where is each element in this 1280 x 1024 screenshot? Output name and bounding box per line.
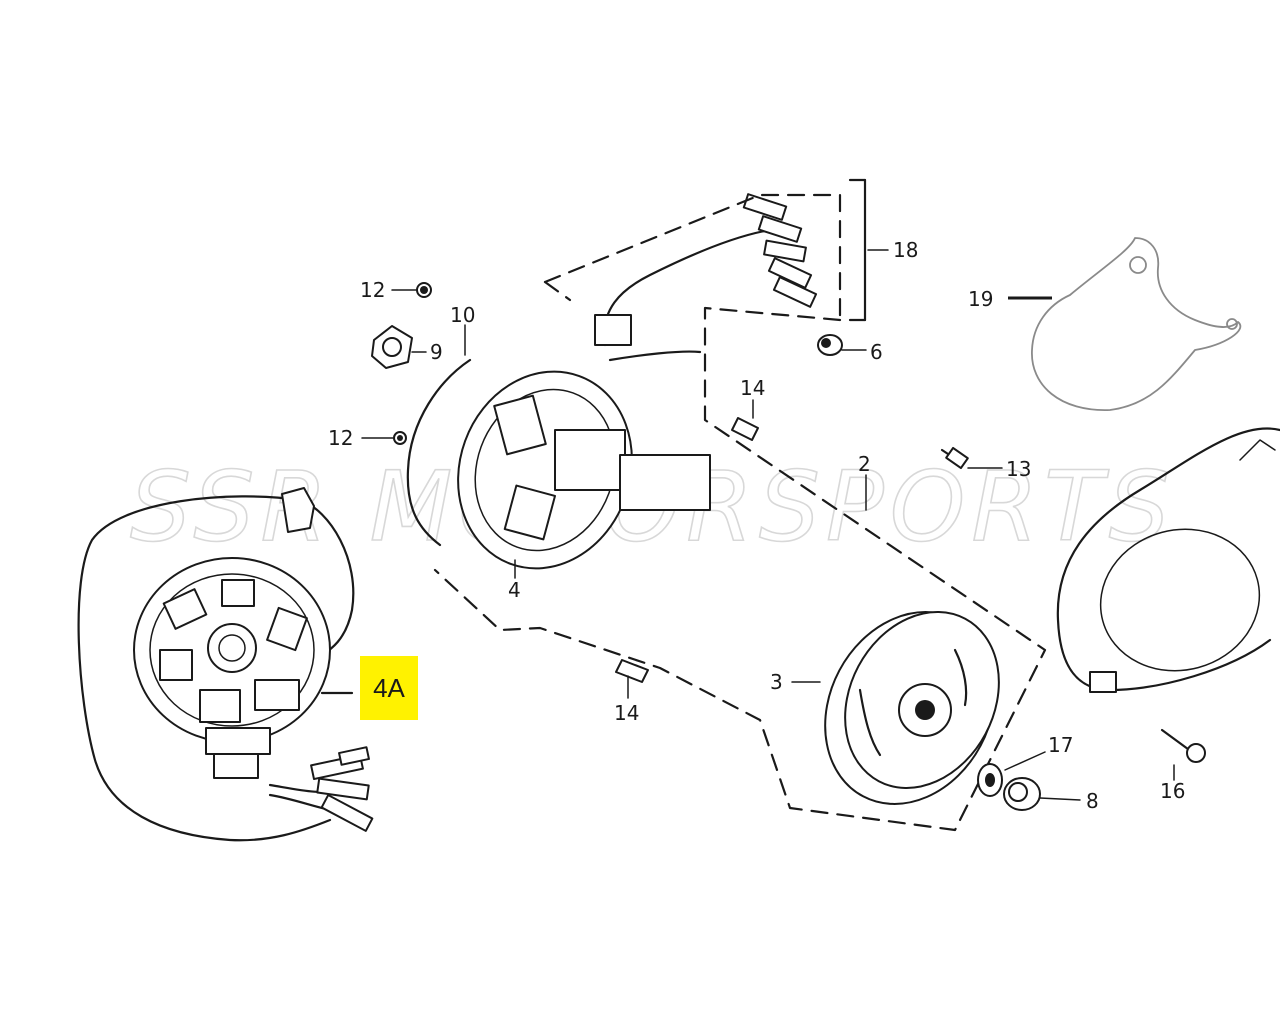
callout-17: 17 <box>1048 733 1073 757</box>
highlight-4a-box <box>360 656 418 720</box>
washer-17 <box>977 763 1003 797</box>
callout-12-top: 12 <box>360 278 385 302</box>
stator-4-part <box>406 228 772 570</box>
callout-4a: 4A <box>373 673 405 703</box>
callout-4: 4 <box>508 578 521 602</box>
bolt-16 <box>1160 728 1206 763</box>
bolt-6 <box>817 334 843 356</box>
callout-12-mid: 12 <box>328 426 353 450</box>
callout-13: 13 <box>1006 457 1031 481</box>
callout-8: 8 <box>1086 789 1099 813</box>
callout-9: 9 <box>430 340 443 364</box>
callout-14-lower: 14 <box>614 701 639 725</box>
callout-16: 16 <box>1160 779 1185 803</box>
crankcase-cover-part <box>1056 427 1280 693</box>
screw-13 <box>940 446 969 470</box>
callout-2: 2 <box>858 452 871 476</box>
stator-assembly-4a <box>77 487 374 842</box>
nut-8 <box>1003 777 1041 811</box>
callout-10: 10 <box>450 303 475 327</box>
callout-3: 3 <box>770 670 783 694</box>
dowel-pin-14-upper <box>731 417 759 441</box>
callout-19: 19 <box>968 287 993 311</box>
callout-18: 18 <box>893 238 918 262</box>
callout-14-upper: 14 <box>740 376 765 400</box>
callout-6: 6 <box>870 340 883 364</box>
dowel-pin-14-lower <box>615 659 649 683</box>
nut-9 <box>371 325 413 369</box>
bolt-12-mid <box>393 431 407 445</box>
gasket-19-part <box>1031 237 1242 411</box>
bolt-12-top <box>416 282 432 298</box>
connector-leads-18 <box>742 193 818 308</box>
flywheel-3-part <box>824 611 1000 805</box>
